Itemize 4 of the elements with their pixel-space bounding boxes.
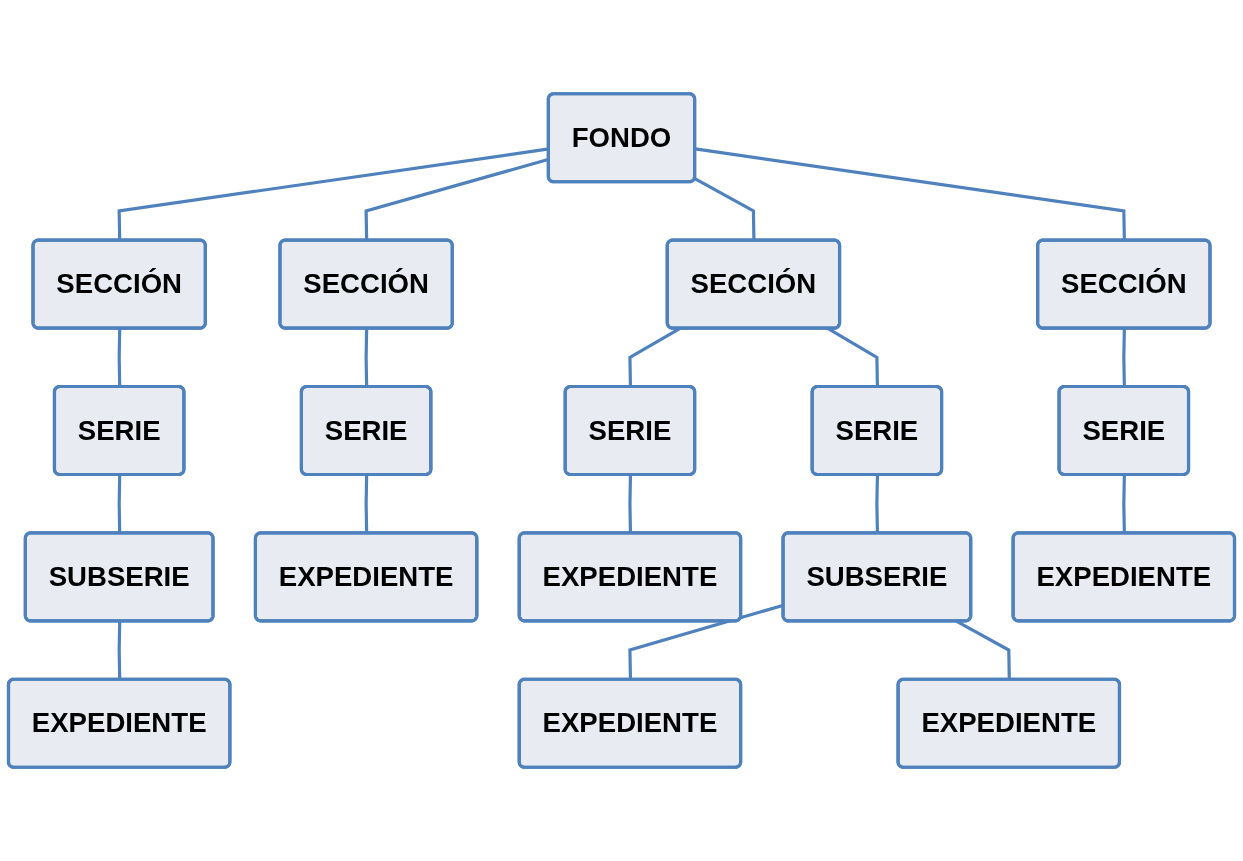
connector [955, 620, 1011, 680]
connector [694, 177, 756, 241]
connector [117, 621, 122, 680]
connector [694, 147, 1126, 241]
